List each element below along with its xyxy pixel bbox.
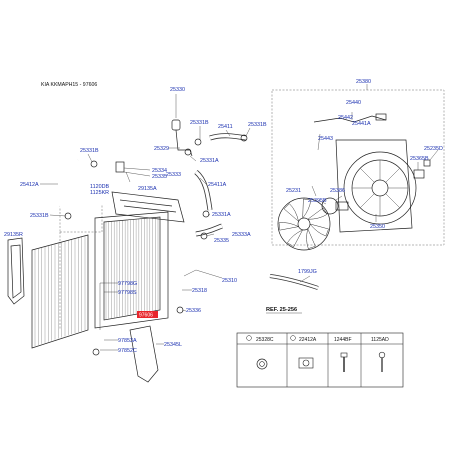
cap-icon [298,357,314,369]
callout-25333a[interactable]: 25333A [232,232,251,238]
callout-25330[interactable]: 25330 [170,87,185,93]
callout-1125kr[interactable]: 1125KR [90,190,109,196]
fan-shroud[interactable] [335,139,417,233]
callout-25345l[interactable]: 25345L [164,342,182,348]
callout-25440[interactable]: 25440 [346,100,361,106]
callout-25365b[interactable]: 25365B [410,156,429,162]
callout-25331b-top[interactable]: 25331B [190,120,209,126]
table-col-4: 1125AD [371,337,389,343]
callout-25411[interactable]: 25411 [218,124,233,130]
wiring-harness[interactable] [313,115,387,123]
model-code: KIA KKMAPH15 - 97606 [41,82,97,88]
fan-motor[interactable] [321,197,349,215]
clamp-25331b-top[interactable] [194,138,202,146]
highlight-97606-box[interactable] [137,311,158,318]
callout-25441a[interactable]: 25441A [352,121,371,127]
reference-label[interactable]: REF. 25-256 [266,307,297,313]
screw-icon [378,351,386,372]
callout-25331b-low[interactable]: 25331B [30,213,49,219]
filler-cap[interactable] [171,119,181,131]
connector-25441a[interactable] [375,113,387,121]
upper-air-guide[interactable] [111,191,185,223]
part-25235d[interactable] [423,159,431,167]
callout-97853a[interactable]: 97853A [118,338,137,344]
bracket-25334[interactable] [115,161,125,173]
callout-25334[interactable]: 25334 [152,168,167,174]
callout-25442[interactable]: 25442 [338,115,353,121]
bolt-25336[interactable] [176,306,184,314]
callout-25412a[interactable]: 25412A [20,182,39,188]
table-col-2: 22412A [299,337,317,343]
lower-air-guide[interactable] [129,325,159,383]
callout-25331a-low[interactable]: 25331A [212,212,231,218]
callout-25231[interactable]: 25231 [286,188,301,194]
table-col-3: 1244BF [334,337,352,343]
callout-25329[interactable]: 25329 [154,146,169,152]
callout-97798g[interactable]: 97798G [118,281,137,287]
callout-25336[interactable]: 25336 [186,308,201,314]
callout-25386[interactable]: 25386 [330,188,345,194]
radiator-core[interactable] [94,211,169,329]
bolt-97852c[interactable] [92,348,100,356]
callout-97798s[interactable]: 97798S [118,290,137,296]
resistor-25365b[interactable] [413,169,425,179]
callout-1799jg[interactable]: 1799JG [298,269,317,275]
clamp-25331b-right[interactable] [240,134,248,142]
cooling-fan[interactable] [277,197,331,251]
callout-29135r[interactable]: 29135R [4,232,23,238]
air-guide-left[interactable] [7,237,25,305]
callout-25333[interactable]: 25333 [166,172,181,178]
clamp-25335[interactable] [200,232,208,240]
callout-25331b-right[interactable]: 25331B [248,122,267,128]
fan-assembly-group-box [271,89,445,246]
table-col-1: 25328C [256,337,274,343]
callout-25310[interactable]: 25310 [222,278,237,284]
callout-25443[interactable]: 25443 [318,136,333,142]
callout-97852c[interactable]: 97852C [118,348,137,354]
callout-25331b-left[interactable]: 25331B [80,148,99,154]
clamp-25331b-a[interactable] [90,160,98,168]
callout-1120db[interactable]: 1120DB [90,184,109,190]
callout-25318[interactable]: 25318 [192,288,207,294]
clamp-25331a[interactable] [202,210,210,218]
callout-25411a[interactable]: 25411A [208,182,227,188]
callout-25335-low[interactable]: 25335 [214,238,229,244]
callout-97606[interactable]: 97606 [139,313,153,319]
callout-25380[interactable]: 25380 [356,79,371,85]
callout-25331a-mid[interactable]: 25331A [200,158,219,164]
fitting-pipe[interactable] [175,129,193,157]
parts-table: 25328C 22412A 1244BF 1125AD [236,332,404,388]
callout-25350[interactable]: 25350 [370,224,385,230]
hose-clip-icon [256,358,268,370]
callout-25235d[interactable]: 25235D [424,146,443,152]
callout-25335-top[interactable]: 25335 [152,174,167,180]
callout-25395b[interactable]: 25395B [308,198,327,204]
callout-29135a[interactable]: 29135A [138,186,157,192]
bolt-icon [340,352,348,372]
condenser[interactable] [31,234,89,349]
